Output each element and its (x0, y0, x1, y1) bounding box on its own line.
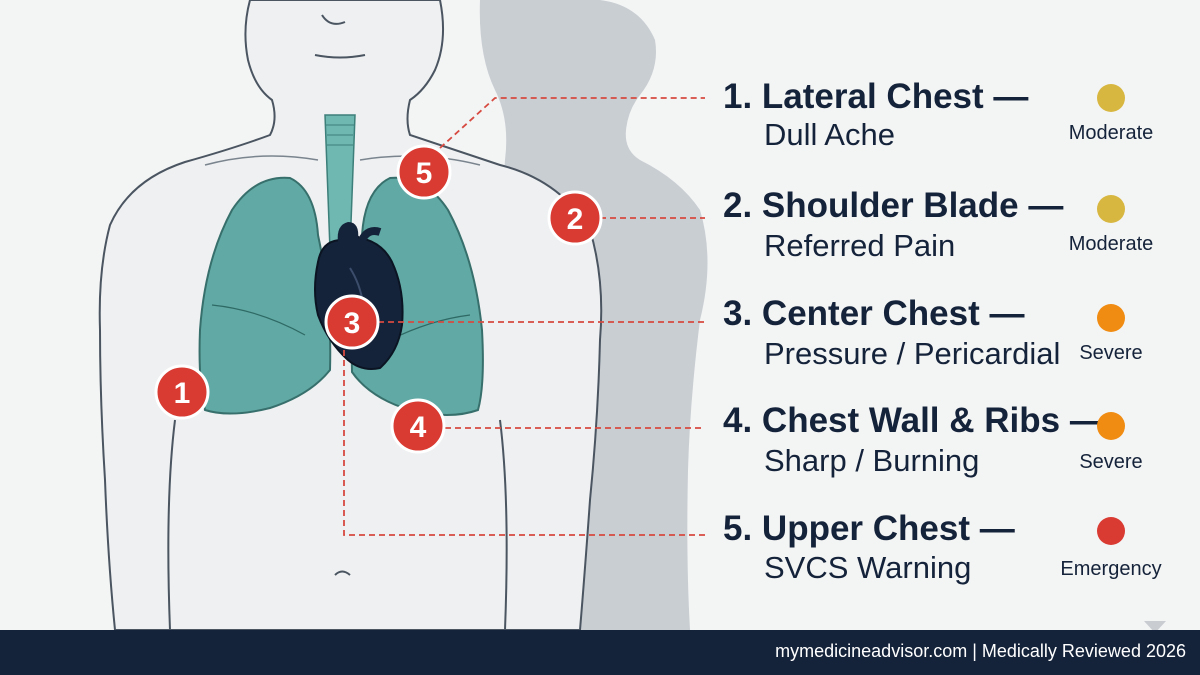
legend-3-subtitle: Pressure / Pericardial (764, 336, 1060, 371)
trachea-rings (326, 124, 354, 146)
marker-2-number: 2 (567, 203, 584, 236)
navel (334, 570, 351, 576)
leader-line-5 (439, 97, 705, 149)
marker-2-shoulder-blade: 2 (547, 190, 603, 246)
legend-item-2: 2. Shoulder Blade — Referred Pain Modera… (723, 186, 1153, 263)
legend-item-4: 4. Chest Wall & Ribs — Sharp / Burning S… (723, 401, 1143, 478)
legend-4-severity-label: Severe (1079, 451, 1142, 473)
marker-1-number: 1 (174, 377, 191, 410)
heart-vessel-2 (358, 227, 382, 242)
leader-line-1-to-5 (343, 350, 705, 536)
mouth-line (314, 54, 366, 59)
legend-item-5: 5. Upper Chest — SVCS Warning Emergency (723, 509, 1162, 585)
arm-line-right (499, 419, 508, 631)
legend-1-severity-label: Moderate (1069, 122, 1154, 144)
legend-2-severity-dot (1097, 195, 1125, 223)
legend-4-severity-dot (1097, 412, 1125, 440)
legend-5-subtitle: SVCS Warning (764, 550, 971, 585)
collarbone-left (204, 155, 319, 166)
marker-3-number: 3 (344, 307, 361, 340)
legend-1-severity-dot (1097, 84, 1125, 112)
legend-5-severity-label: Emergency (1060, 558, 1161, 580)
legend-3-title: 3. Center Chest — (723, 294, 1024, 333)
marker-3-center-chest: 3 (324, 294, 380, 350)
legend: 1. Lateral Chest — Dull Ache Moderate 2.… (723, 77, 1162, 585)
legend-1-subtitle: Dull Ache (764, 117, 895, 152)
legend-5-severity-dot (1097, 517, 1125, 545)
footer-bar: mymedicineadvisor.com | Medically Review… (0, 630, 1200, 675)
legend-5-title: 5. Upper Chest — (723, 509, 1015, 548)
legend-2-title: 2. Shoulder Blade — (723, 186, 1063, 225)
leader-lines (343, 97, 705, 536)
legend-4-title: 4. Chest Wall & Ribs — (723, 401, 1105, 440)
lung-fissure-left (211, 304, 306, 336)
legend-2-subtitle: Referred Pain (764, 228, 955, 263)
heart-vessel-1 (337, 222, 359, 242)
legend-1-title: 1. Lateral Chest — (723, 77, 1028, 116)
marker-4-chest-wall: 4 (390, 398, 446, 454)
footer-credit-text: mymedicineadvisor.com | Medically Review… (775, 641, 1186, 661)
marker-5-number: 5 (416, 157, 433, 190)
legend-3-severity-dot (1097, 304, 1125, 332)
markers: 1 2 3 4 5 (154, 144, 603, 454)
marker-5-upper-chest: 5 (396, 144, 452, 200)
legend-3-severity-label: Severe (1079, 342, 1142, 364)
nose-line (321, 14, 346, 25)
legend-4-subtitle: Sharp / Burning (764, 443, 979, 478)
legend-item-1: 1. Lateral Chest — Dull Ache Moderate (723, 77, 1153, 152)
marker-1-lateral-chest: 1 (154, 364, 210, 420)
arm-line-left (167, 419, 176, 631)
legend-item-3: 3. Center Chest — Pressure / Pericardial… (723, 294, 1143, 371)
marker-4-number: 4 (410, 411, 427, 444)
legend-2-severity-label: Moderate (1069, 233, 1154, 255)
